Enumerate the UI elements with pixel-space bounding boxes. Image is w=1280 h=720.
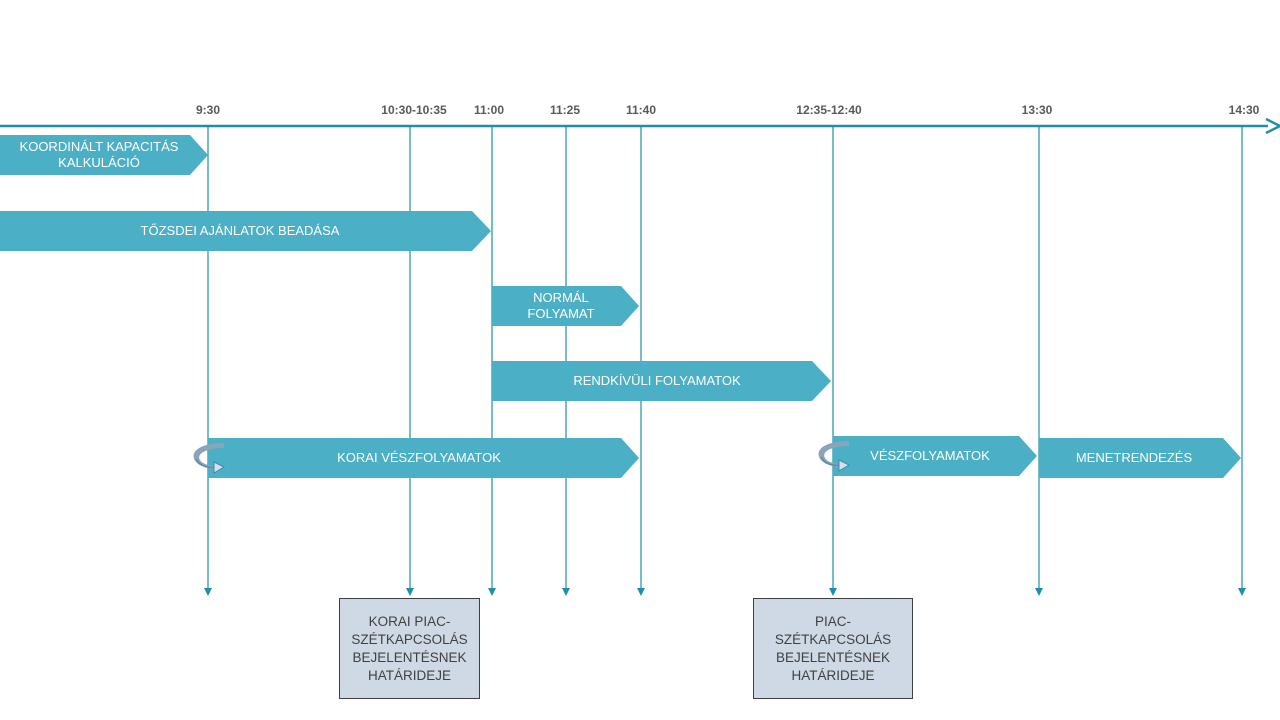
arrow-normal [492,286,639,326]
arrow-koordinalt [0,135,208,175]
process-label-normal: NORMÁL FOLYAMAT [527,290,595,321]
process-label-rendkivuli: RENDKÍVÜLI FOLYAMATOK [573,373,741,388]
tick-label-1030: 10:30-10:35 [381,103,447,117]
arrow-rendkivuli [492,361,831,401]
tick-label-1125: 11:25 [549,103,581,117]
arrow-vesz [833,436,1037,476]
tick-label-1235: 12:35-12:40 [796,103,862,117]
process-label-koordinalt: KOORDINÁLT KAPACITÁS KALKULÁCIÓ [19,139,179,170]
tick-label-1330: 13:30 [1021,103,1053,117]
process-label-tozsdei: TŐZSDEI AJÁNLATOK BEADÁSA [140,223,340,238]
axis-arrowhead [1265,117,1280,135]
repeat-icon-left [193,443,226,474]
process-label-menetrend: MENETRENDEZÉS [1075,450,1193,465]
note-korai-hatarido: KORAI PIAC- SZÉTKAPCSOLÁS BEJELENTÉSNEK … [339,598,480,699]
repeat-icon-right [818,441,851,472]
tick-label-1100: 11:00 [473,103,505,117]
vertical-arrowheads [204,588,1246,596]
arrow-tozsdei [0,211,491,251]
arrow-menetrend [1039,438,1241,478]
vertical-lines [207,126,1243,593]
process-label-korai-vesz: KORAI VÉSZFOLYAMATOK [337,450,501,465]
tick-label-1430: 14:30 [1228,103,1260,117]
tick-label-930: 9:30 [195,103,221,117]
note-hatarido: PIAC- SZÉTKAPCSOLÁS BEJELENTÉSNEK HATÁRI… [753,598,913,699]
tick-label-1140: 11:40 [625,103,657,117]
arrow-korai-vesz [208,438,639,478]
process-label-vesz: VÉSZFOLYAMATOK [870,448,990,463]
